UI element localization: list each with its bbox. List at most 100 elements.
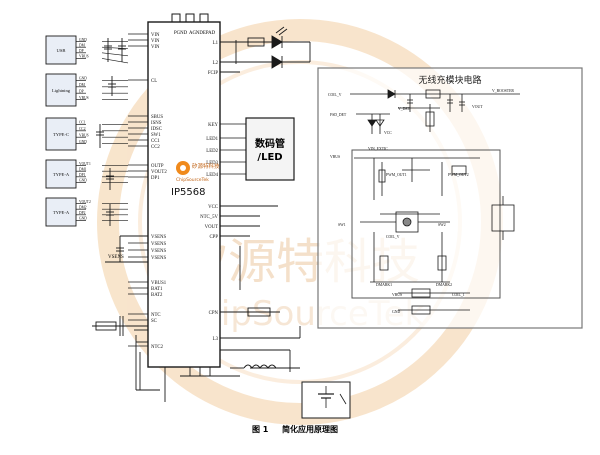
wireless-inner-frame (351, 149, 501, 299)
display-body (245, 117, 295, 181)
connector-name: TYPE-C (53, 132, 69, 137)
ic-right-pin-label: CPN (209, 311, 219, 316)
wireless-label: GND (392, 310, 400, 314)
ic-top-pin-label: EPAD (203, 31, 216, 36)
connector-pin-label: GND (79, 217, 87, 221)
connector-pin-label: VOUT2 (79, 200, 91, 204)
connector-name: Lightning (52, 88, 71, 93)
ic-right-pin-label: FCIP (208, 71, 218, 76)
ic-left-pin-label: ISNS (151, 121, 162, 126)
ic-left-pin-label: BAT1 (151, 287, 163, 292)
ic-left-pin-label: NTC (151, 313, 161, 318)
ic-left-pin-label: VIN (151, 45, 160, 50)
wireless-label: VBUS (392, 293, 402, 297)
connector-2: Lightning GND DM DP VBUS (45, 73, 128, 107)
connector-body (45, 117, 77, 151)
ic-right-pin-label: L1 (213, 41, 219, 46)
caption-label: 图 1 (252, 425, 269, 434)
connector-pin-label: VBUS (79, 96, 89, 100)
ic-right-pin-label: NTC_5V (200, 215, 218, 220)
ic-left-pin-label: SC (151, 319, 157, 324)
ic-right-pin-label: LED4 (206, 173, 218, 178)
connector-pin-label: VBUS (79, 55, 89, 59)
connector-pin-label: DM (79, 83, 86, 87)
wireless-label: SW2 (438, 223, 446, 227)
ic-top-pad (171, 13, 181, 23)
logo-en: ChipSourceTek (176, 177, 209, 183)
ic-left-pin-label: CL (151, 79, 157, 84)
connector-body (45, 159, 77, 189)
ic-right-pin-label: L2 (213, 61, 219, 66)
wireless-label: FSD_DET (330, 113, 347, 117)
connector-pin-label: DM2 (79, 205, 87, 209)
ic-body (147, 21, 221, 368)
ic-left-pin-label: NTC2 (151, 345, 164, 350)
connector-pin-label: CC2 (79, 127, 86, 131)
connector-pin-label: GND (79, 38, 87, 42)
connector-pin-label: CC1 (79, 121, 86, 125)
ic-right-pin-label: LED3 (206, 161, 218, 166)
connector-pin-label: GND (79, 77, 87, 81)
connector-body (45, 197, 77, 227)
ic-left-pin-label: VIN (151, 33, 160, 38)
ic-top-pad (199, 13, 209, 23)
ic-right-pin-label: L3 (213, 337, 219, 342)
wireless-label: VCC (384, 131, 392, 135)
ic-right-pin-label: VOUT (205, 225, 218, 230)
connector-pin-label: GND (79, 179, 87, 183)
connector-name: USB (57, 48, 66, 53)
figure-caption: 图 1 简化应用原理图 (252, 424, 338, 434)
wireless-label: COIL_V (328, 93, 342, 97)
ic-top-pin-label: PGND (174, 31, 188, 36)
ic-top-pad (185, 13, 195, 23)
wireless-label: V_BOOSTER (492, 89, 514, 93)
ic-top-pin-label: AGND (189, 31, 203, 36)
wireless-labels: COIL_VV_BOOSTERVOUTV_DETFSD_DETVCCVBUSVI… (328, 89, 514, 314)
wireless-label: DMARK2 (436, 283, 452, 287)
ic-ip5568: PGND AGND EPAD (147, 13, 221, 368)
ic-right-pin-label: VCC (208, 205, 218, 210)
wireless-label: COIL_1 (452, 293, 465, 297)
wireless-label: DMARK1 (376, 283, 392, 287)
ic-left-pin-label: DP1 (151, 176, 160, 181)
ic-left-pin-label: VSENS (151, 235, 167, 240)
wireless-label: V_DET (398, 107, 411, 111)
connector-pin-label: DP (79, 89, 84, 93)
display-line-2: /LED (257, 152, 282, 163)
wireless-label: SW1 (338, 223, 346, 227)
wireless-label: VOUT (472, 105, 483, 109)
connector-pin-label: DP1 (79, 173, 86, 177)
ic-right-pin-label: LED1 (206, 137, 218, 142)
wireless-title: 无线充模块电路 (418, 74, 481, 86)
ic-left-pins: VINVINVINCLSBUSISNSIDSCSW1CC1CC2OUTPVOUT… (128, 33, 167, 350)
ic-left-pin-label: BAT2 (151, 293, 163, 298)
ic-right-pin-label: LED2 (206, 149, 218, 154)
ic-left-pin-label: SW1 (151, 133, 161, 138)
wireless-label: VBUS (330, 155, 340, 159)
ic-left-pin-label: VSENS (151, 256, 167, 261)
logo: 矽源特科技 ChipSourceTek IP5568 (171, 161, 220, 198)
wireless-circuit (350, 89, 520, 315)
connector-pin-label: DM (79, 43, 86, 47)
ic-right-pin-label: CPP (209, 235, 218, 240)
connector-pin-label: DM1 (79, 167, 87, 171)
connector-pin-label: GND (79, 140, 87, 144)
ic-left-pin-label: VSENS (151, 249, 167, 254)
connector-name: TYPE-A (53, 172, 70, 177)
ic-left-pin-label: CC1 (151, 139, 160, 144)
logo-mark-inner (180, 165, 186, 171)
ic-left-pin-label: VBUS1 (151, 281, 167, 286)
wireless-label: PWM_OUT2 (448, 173, 469, 177)
ic-left-pin-label: IDSC (151, 127, 162, 132)
connector-pin-label: DP2 (79, 211, 86, 215)
connector-body (45, 73, 77, 107)
ic-left-pin-label: VSENS (151, 242, 167, 247)
wireless-label: PWM_OUT1 (386, 173, 407, 177)
ic-right-pin-label: KEY (208, 123, 218, 128)
